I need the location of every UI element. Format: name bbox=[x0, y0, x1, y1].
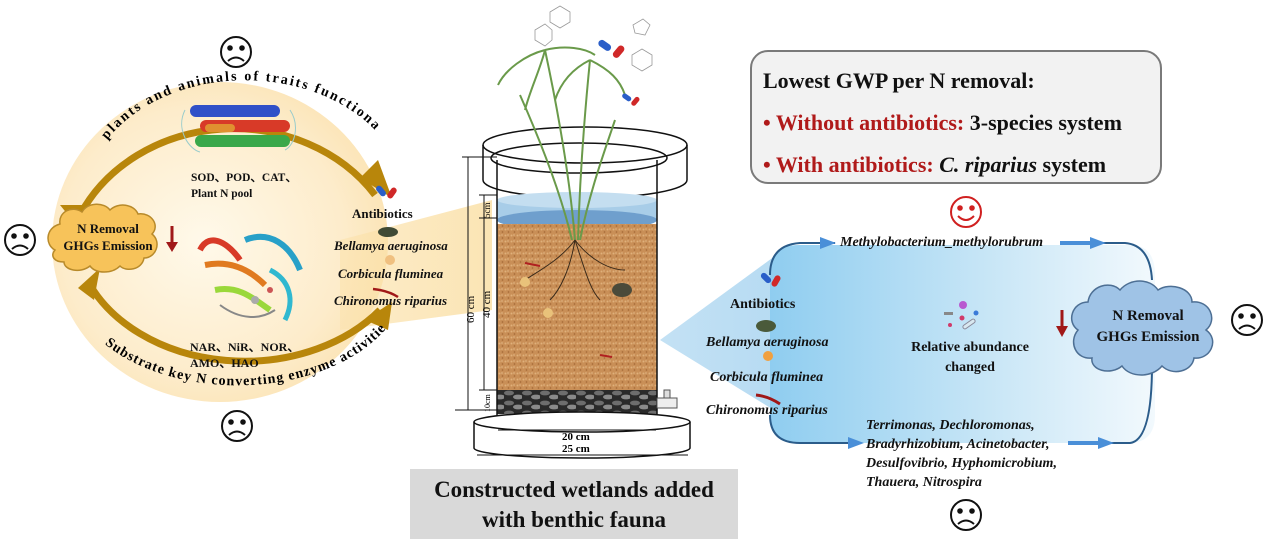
gwp-title: Lowest GWP per N removal: bbox=[763, 68, 1035, 93]
snail-in-column-icon bbox=[612, 283, 632, 297]
dim-substrate-height-label: 40 cm bbox=[481, 290, 493, 318]
top-enzymes-line2: Plant N pool bbox=[191, 188, 253, 200]
bottom-right-arrowhead bbox=[365, 302, 392, 330]
dim-gravel-height-label: 10cm bbox=[483, 393, 492, 412]
top-enzymes-label: SOD、POD、CAT、 Plant N pool bbox=[191, 170, 297, 202]
right-antibiotic-capsule-icon bbox=[760, 272, 781, 287]
wetland-caption-box: Constructed wetlands added with benthic … bbox=[410, 469, 738, 539]
sad-face-icon bbox=[220, 36, 252, 68]
gwp-bullet: • bbox=[763, 110, 776, 135]
bottom-taxa-list: Terrimonas, Dechloromonas, Bradyrhizobiu… bbox=[866, 416, 1057, 492]
sad-face-icon bbox=[221, 410, 253, 442]
right-clam-icon bbox=[763, 351, 773, 361]
top-right-arrowhead bbox=[360, 160, 392, 198]
right-beam bbox=[660, 245, 790, 420]
gwp-item-label: Without antibiotics: bbox=[775, 110, 965, 135]
gwp-item-without-antibiotics: • Without antibiotics: 3-species system bbox=[763, 102, 1160, 144]
gwp-item-with-antibiotics: • With antibiotics: C. riparius system bbox=[763, 144, 1160, 186]
left-beam bbox=[340, 200, 492, 330]
microbes-icon bbox=[944, 301, 979, 330]
right-antibiotics-label: Antibiotics bbox=[730, 297, 796, 312]
left-antibiotics-label: Antibiotics bbox=[352, 206, 413, 221]
bottom-taxa-line: Desulfovibrio, Hyphomicrobium, bbox=[866, 456, 1057, 471]
gwp-item-value-species: C. riparius bbox=[939, 152, 1038, 177]
left-decrease-arrow-icon bbox=[166, 226, 178, 252]
left-antibiotic-capsule-icon bbox=[376, 185, 397, 199]
protein-structure-top-icon bbox=[181, 105, 296, 153]
bottom-left-arrowhead bbox=[78, 268, 100, 300]
flow-arrowhead-icon bbox=[820, 237, 836, 249]
left-worm-icon bbox=[372, 287, 399, 299]
bottom-taxa-line: Bradyrhizobium, Acinetobacter, bbox=[866, 437, 1050, 452]
left-cloud-line2: GHGs Emission bbox=[63, 238, 153, 253]
right-snail-icon bbox=[756, 320, 776, 332]
left-clam-icon bbox=[385, 255, 395, 265]
top-path-taxon: Methylobacterium_methylorubrum bbox=[840, 235, 1044, 250]
right-decrease-arrow-icon bbox=[1056, 310, 1068, 337]
left-snail-icon bbox=[378, 227, 398, 237]
flow-arrowhead-icon bbox=[1098, 437, 1114, 449]
dim-total-height-label: 60 cm bbox=[465, 295, 477, 323]
worm-in-column-icon bbox=[524, 262, 541, 267]
bottom-enzymes-label: NAR、NiR、NOR、 AMO、HAO bbox=[190, 339, 299, 371]
right-path-top-right bbox=[1095, 242, 1153, 281]
right-species-chironomus: Chironomus riparius bbox=[706, 403, 828, 418]
happy-face-icon bbox=[950, 196, 982, 228]
right-cloud-shape bbox=[1070, 280, 1214, 376]
gwp-summary-box: Lowest GWP per N removal: • Without anti… bbox=[750, 50, 1162, 184]
gwp-item-value: 3-species system bbox=[969, 110, 1122, 135]
relative-abundance-label: Relative abundance changed bbox=[900, 338, 1040, 378]
dim-outer-diameter-label: 25 cm bbox=[562, 443, 590, 455]
right-species-corbicula: Corbicula fluminea bbox=[710, 370, 824, 385]
gwp-item-label: With antibiotics: bbox=[775, 152, 934, 177]
molecule-structure-icon bbox=[534, 5, 653, 72]
worm-in-column-icon bbox=[599, 354, 613, 358]
dimension-lines bbox=[455, 156, 688, 456]
bottom-enzymes-line2: AMO、HAO bbox=[190, 356, 259, 370]
left-cloud-shape bbox=[47, 203, 158, 273]
flow-arrowhead-icon bbox=[1090, 237, 1106, 249]
clam-in-column-icon bbox=[543, 308, 553, 318]
relative-abundance-line1: Relative abundance bbox=[911, 340, 1029, 355]
right-panel-background bbox=[770, 245, 1155, 443]
antibiotic-capsule-icon bbox=[598, 39, 640, 106]
sad-face-icon bbox=[1231, 304, 1263, 336]
right-path-top-left bbox=[769, 242, 835, 276]
relative-abundance-line2: changed bbox=[945, 360, 995, 375]
right-cloud-line1: N Removal bbox=[1112, 308, 1184, 324]
right-cloud-label: N Removal GHGs Emission bbox=[1088, 306, 1208, 348]
left-cloud-line1: N Removal bbox=[77, 221, 139, 236]
left-species-chironomus: Chironomus riparius bbox=[334, 293, 448, 308]
bottom-enzymes-line1: NAR、NiR、NOR、 bbox=[190, 340, 300, 354]
bottom-taxa-line: Thauera, Nitrospira bbox=[866, 475, 982, 490]
bottom-taxa-line: Terrimonas, Dechloromonas, bbox=[866, 418, 1035, 433]
caption-line1: Constructed wetlands added bbox=[434, 477, 714, 502]
protein-structure-bottom-icon bbox=[197, 233, 303, 322]
left-cloud-label: N Removal GHGs Emission bbox=[58, 220, 158, 254]
caption-line2: with benthic fauna bbox=[481, 507, 667, 532]
sad-face-icon bbox=[4, 224, 36, 256]
clam-in-column-icon bbox=[520, 277, 530, 287]
right-path-bottom-left bbox=[769, 414, 860, 444]
sad-face-icon bbox=[950, 499, 982, 531]
bottom-cycle-arrow bbox=[86, 283, 383, 365]
gwp-bullet: • bbox=[763, 152, 776, 177]
left-species-bellamya: Bellamya aeruginosa bbox=[334, 238, 448, 253]
right-worm-icon bbox=[755, 393, 781, 406]
dim-inner-diameter-label: 20 cm bbox=[562, 431, 590, 443]
plant-icon bbox=[497, 46, 626, 241]
flow-arrowhead-icon bbox=[848, 437, 864, 449]
wetland-column bbox=[473, 126, 691, 459]
gwp-item-value-suffix: system bbox=[1037, 152, 1107, 177]
right-cloud-line2: GHGs Emission bbox=[1096, 329, 1200, 345]
roots-icon bbox=[524, 239, 626, 301]
left-species-corbicula: Corbicula fluminea bbox=[338, 266, 444, 281]
right-species-bellamya: Bellamya aeruginosa bbox=[706, 335, 829, 350]
dim-water-height-label: 5cm bbox=[482, 203, 492, 219]
top-enzymes-line1: SOD、POD、CAT、 bbox=[191, 172, 297, 184]
right-path-bottom-right bbox=[1100, 364, 1153, 444]
